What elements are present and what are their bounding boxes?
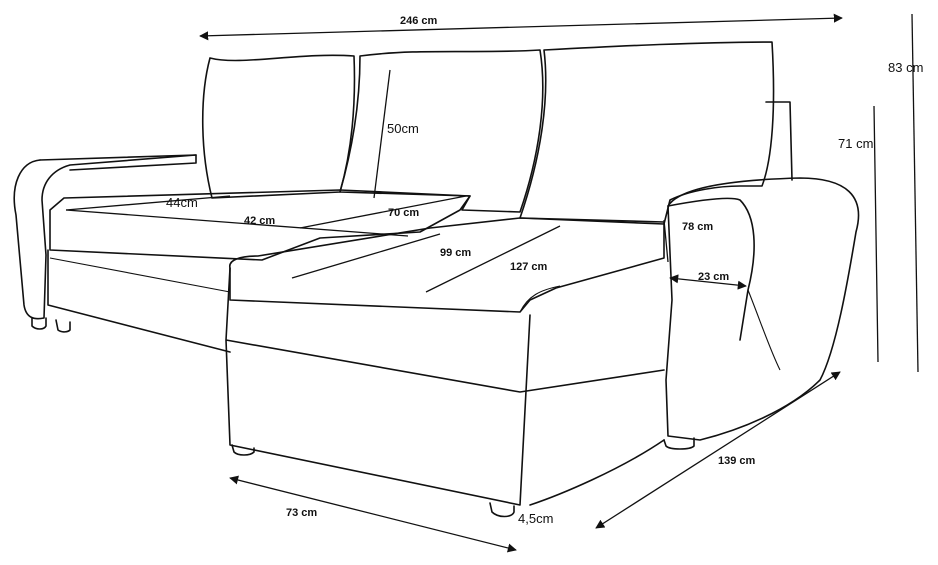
- chaise-width-line: [291, 233, 441, 279]
- label-leg-height: 4,5cm: [518, 511, 553, 526]
- label-seat-width-left: 42 cm: [244, 215, 275, 227]
- label-chaise-front: 73 cm: [286, 507, 317, 519]
- label-armrest-height: 78 cm: [682, 221, 713, 233]
- seat-mid-line: [299, 195, 467, 229]
- backrest-height-line: [373, 69, 391, 199]
- chaise-leg-left: [231, 444, 255, 456]
- total-height-line: [911, 13, 919, 373]
- chaise-leg-front: [489, 502, 515, 518]
- left-seat-cushion: [49, 189, 471, 261]
- chaise-front-line: [229, 475, 517, 553]
- seat-width-line: [65, 209, 409, 237]
- label-backrest-height: 50cm: [387, 121, 419, 136]
- label-chaise-length: 127 cm: [510, 261, 548, 273]
- back-height-line: [873, 105, 879, 363]
- seat-depth-line: [65, 195, 231, 211]
- armrest-width-line: [669, 274, 747, 290]
- back-cushion-middle: [339, 49, 544, 213]
- chaise-cushion: [229, 217, 665, 313]
- sofa-outline: [13, 41, 860, 518]
- left-leg: [31, 317, 47, 330]
- label-seat-width-mid: 70 cm: [388, 207, 419, 219]
- back-cushion-right: [519, 41, 775, 225]
- back-cushion-left: [201, 54, 356, 199]
- label-chaise-width: 99 cm: [440, 247, 471, 259]
- left-armrest: [13, 154, 197, 320]
- armrest-height-line: [663, 219, 669, 263]
- width-dimension-line: [199, 13, 843, 41]
- chaise-depth-line: [595, 371, 841, 529]
- right-armrest: [665, 177, 860, 441]
- label-back-height: 71 cm: [838, 136, 873, 151]
- label-total-height: 83 cm: [888, 60, 923, 75]
- label-total-width: 246 cm: [400, 15, 438, 27]
- dimension-labels: 246 cm 83 cm 71 cm 50cm 44cm 42 cm 70 cm…: [166, 15, 923, 526]
- chaise-base: [225, 267, 665, 506]
- chaise-leg-right: [663, 437, 695, 450]
- dimension-lines: [65, 13, 919, 553]
- chaise-length-line: [425, 225, 561, 293]
- label-chaise-depth: 139 cm: [718, 455, 756, 467]
- label-seat-depth: 44cm: [166, 195, 198, 210]
- label-armrest-width: 23 cm: [698, 271, 729, 283]
